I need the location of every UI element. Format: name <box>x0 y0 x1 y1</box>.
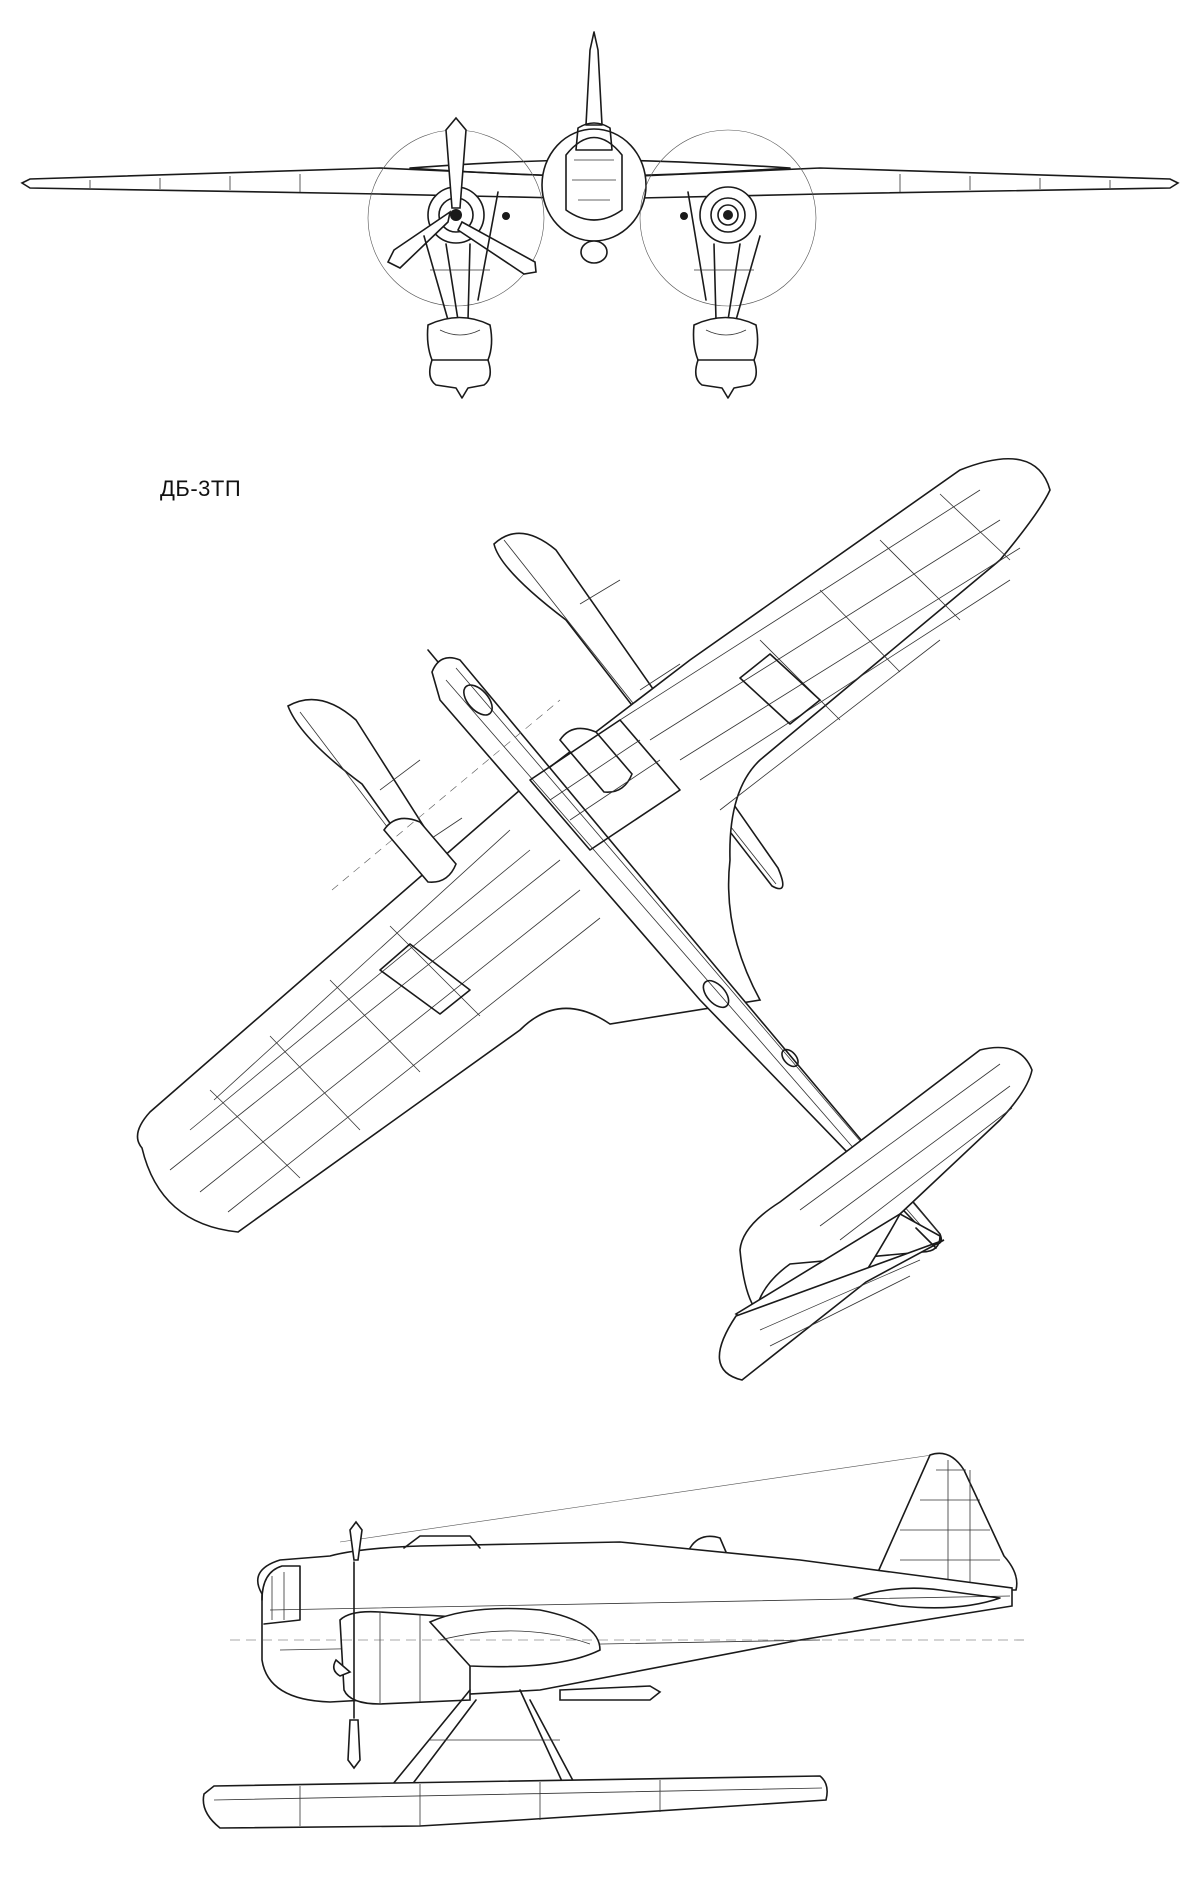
side-view <box>202 1452 1030 1829</box>
front-view <box>20 31 1180 399</box>
plan-view <box>136 457 1051 1381</box>
aircraft-designation-label: ДБ-3ТП <box>160 476 242 501</box>
